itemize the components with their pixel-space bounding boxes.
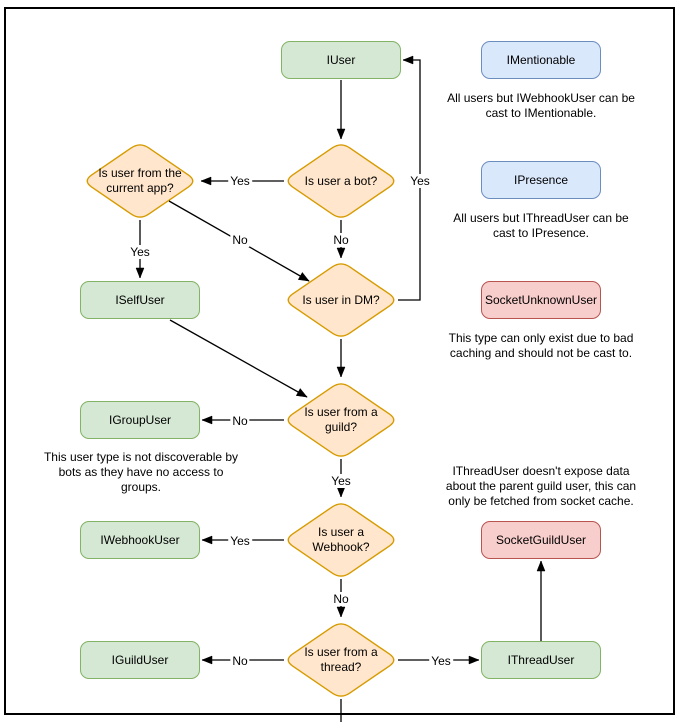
edge-label-bot-yes: Yes xyxy=(228,174,252,188)
note-line: IThreadUser doesn't expose data xyxy=(452,464,630,478)
decision-line: guild? xyxy=(324,420,358,434)
node-ithreaduser: IThreadUser xyxy=(481,641,601,679)
edge-label-webhook-yes: Yes xyxy=(228,534,252,548)
note-line: only be fetched from socket cache. xyxy=(448,494,634,508)
note-line: caching and should not be cast to. xyxy=(449,346,633,360)
edge-iselfuser-to-guild xyxy=(169,319,308,398)
decision-line: Is user from a xyxy=(304,645,378,659)
edge-label-dm-yes: Yes xyxy=(408,174,432,188)
decision-from-thread-shape xyxy=(287,623,395,697)
decision-from-current-app-label: Is user from the current app? xyxy=(85,142,195,220)
decision-from-thread-label: Is user from a thread? xyxy=(286,621,396,699)
edge-label-thread-no: No xyxy=(230,654,250,668)
decision-from-guild-label: Is user from a guild? xyxy=(286,381,396,459)
decision-line: Is user from a xyxy=(304,405,378,419)
node-iguilduser: IGuildUser xyxy=(80,641,200,679)
node-iselfuser: ISelfUser xyxy=(80,281,200,319)
note-line: All users but IThreadUser can be xyxy=(453,211,629,225)
node-ipresence: IPresence xyxy=(481,161,601,199)
note-thread-user: IThreadUser doesn't expose data about th… xyxy=(441,464,641,509)
decision-line: Is user a bot? xyxy=(304,173,378,188)
note-mentionable: All users but IWebhookUser can be cast t… xyxy=(441,91,641,121)
decision-from-guild-shape xyxy=(287,383,395,457)
edge-label-current-app-no: No xyxy=(230,233,250,247)
note-line: All users but IWebhookUser can be xyxy=(447,91,635,105)
node-iuser: IUser xyxy=(281,41,401,79)
edge-label-thread-yes: Yes xyxy=(429,654,453,668)
edge-label-webhook-no: No xyxy=(331,592,351,606)
decision-is-webhook-label: Is user a Webhook? xyxy=(286,501,396,579)
note-line: about the parent guild user, this can xyxy=(445,479,637,493)
decision-in-dm-shape xyxy=(287,263,395,337)
decision-line: current app? xyxy=(106,181,174,195)
node-socketunknownuser: SocketUnknownUser xyxy=(481,281,601,319)
decision-is-bot-shape xyxy=(287,144,395,218)
node-igroupuser: IGroupUser xyxy=(80,401,200,439)
decision-in-dm-label: Is user in DM? xyxy=(286,261,396,339)
note-line: This type can only exist due to bad xyxy=(448,331,634,345)
note-line: groups. xyxy=(120,480,162,494)
decision-line: Is user in DM? xyxy=(302,292,380,307)
note-line: cast to IMentionable. xyxy=(485,106,597,120)
note-presence: All users but IThreadUser can be cast to… xyxy=(441,211,641,241)
edge-label-guild-yes: Yes xyxy=(329,474,353,488)
note-unknown-user: This type can only exist due to bad cach… xyxy=(441,331,641,361)
node-imentionable: IMentionable xyxy=(481,41,601,79)
edge-label-guild-no: No xyxy=(230,414,250,428)
edge-label-bot-no: No xyxy=(331,233,351,247)
edge-label-current-app-yes: Yes xyxy=(128,245,152,259)
decision-from-current-app-shape xyxy=(86,144,194,218)
decision-line: Is user a xyxy=(317,525,365,539)
decision-line: thread? xyxy=(320,660,362,674)
decision-is-webhook-shape xyxy=(287,503,395,577)
note-line: cast to IPresence. xyxy=(492,226,590,240)
node-socketguilduser: SocketGuildUser xyxy=(481,521,601,559)
decision-line: Is user from the xyxy=(98,166,182,180)
note-group-user: This user type is not discoverable by bo… xyxy=(41,450,241,495)
decision-line: Webhook? xyxy=(312,540,370,554)
decision-is-bot-label: Is user a bot? xyxy=(286,142,396,220)
node-iwebhookuser: IWebhookUser xyxy=(80,521,200,559)
note-line: This user type is not discoverable by xyxy=(43,450,239,464)
note-line: bots as they have no access to xyxy=(58,465,224,479)
